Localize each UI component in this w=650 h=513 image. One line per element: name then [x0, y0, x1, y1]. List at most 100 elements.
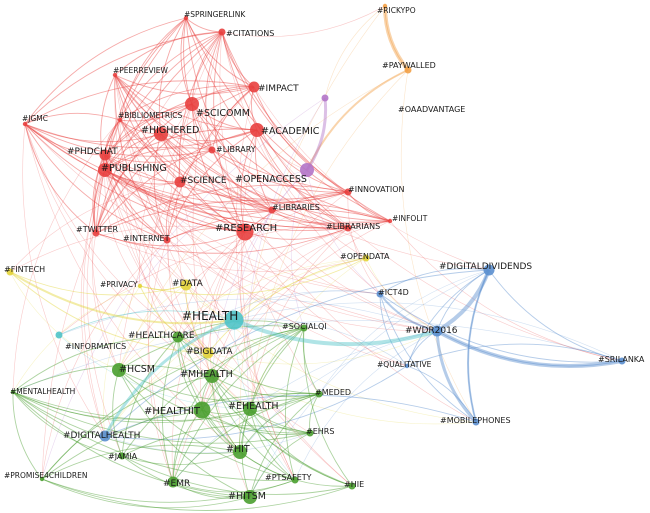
node-internet[interactable]	[163, 236, 171, 244]
node-digitaldividends[interactable]	[483, 264, 495, 276]
node-librarians[interactable]	[344, 224, 352, 232]
node-twitter[interactable]	[92, 229, 100, 237]
node-citations[interactable]	[218, 28, 226, 36]
node-label-jamia: #JAMIA	[108, 452, 138, 461]
edge-peerreview-library	[114, 74, 213, 151]
edge-paywalled-mobilephones	[400, 69, 477, 423]
edge-healthcare-meded	[177, 336, 320, 395]
node-oaadvantage[interactable]	[321, 94, 329, 102]
edge-mobilephones-digitalhealth	[104, 394, 477, 437]
node-meded[interactable]	[315, 390, 323, 398]
node-jamia[interactable]	[118, 452, 126, 460]
edge-springerlink-impact	[185, 17, 255, 88]
node-mobilephones[interactable]	[472, 418, 480, 426]
edge-bibliometrics-scicomm	[119, 103, 193, 122]
node-hie[interactable]	[348, 482, 356, 490]
node-publishing[interactable]	[98, 163, 112, 177]
node-library[interactable]	[208, 146, 216, 154]
node-opendata[interactable]	[362, 254, 370, 262]
node-hcsm[interactable]	[112, 363, 126, 377]
node-libraries[interactable]	[268, 206, 276, 214]
node-label-springerlink: #SPRINGERLINK	[184, 10, 246, 19]
edge-srilanka-mentalhealth	[12, 320, 623, 393]
node-infolit[interactable]	[387, 218, 393, 224]
node-wdr2016[interactable]	[431, 325, 443, 337]
edge-highered-libraries	[160, 133, 273, 211]
node-digitalhealth[interactable]	[99, 430, 111, 442]
edge-phdchat-library	[104, 149, 213, 163]
node-phdchat[interactable]	[99, 149, 111, 161]
edge-socialqi-hcsm	[118, 325, 305, 371]
node-ptsafety[interactable]	[291, 476, 299, 484]
node-label-paywalled: #PAYWALLED	[382, 61, 436, 70]
node-paywalled[interactable]	[404, 66, 412, 74]
node-rickypo[interactable]	[382, 3, 388, 9]
node-research[interactable]	[236, 223, 254, 241]
edge-highered-librarians	[160, 133, 349, 229]
node-informatics[interactable]	[55, 331, 63, 339]
edge-fintech-hcsm	[9, 271, 120, 371]
node-bigdata[interactable]	[202, 347, 214, 359]
edge-publishing-privacy	[104, 169, 141, 287]
node-openaccess[interactable]	[300, 163, 314, 177]
node-qualitative[interactable]	[404, 363, 410, 369]
node-springerlink[interactable]	[183, 15, 189, 21]
edge-opendata-digitalhealth	[104, 257, 367, 437]
edge-digitaldividends-wdr2016	[436, 269, 490, 332]
node-healthcare[interactable]	[172, 331, 184, 343]
node-scicomm[interactable]	[185, 97, 199, 111]
edge-srilanka-qualitative	[406, 343, 623, 367]
node-data[interactable]	[180, 279, 192, 291]
edge-privacy-digitalhealth	[103, 285, 141, 437]
node-ehrs[interactable]	[306, 429, 314, 437]
node-peerreview[interactable]	[112, 72, 118, 78]
edge-mentalhealth-hit	[12, 391, 241, 454]
edge-springerlink-librarians	[185, 17, 349, 229]
node-ict4d[interactable]	[376, 290, 384, 298]
node-label-library: #LIBRARY	[216, 145, 256, 154]
node-socialqi[interactable]	[300, 324, 308, 332]
node-fintech[interactable]	[6, 268, 14, 276]
edge-citations-bibliometrics	[119, 31, 223, 121]
edge-citations-library	[205, 31, 223, 151]
node-hit[interactable]	[233, 445, 247, 459]
edge-impact-twitter	[95, 86, 255, 234]
edge-peerreview-publishing	[100, 74, 116, 171]
node-science[interactable]	[174, 176, 186, 188]
node-srilanka[interactable]	[618, 357, 626, 365]
node-promisekids[interactable]	[39, 476, 45, 482]
edge-promisekids-hitsm	[41, 478, 251, 509]
node-privacy[interactable]	[137, 283, 143, 289]
node-emr[interactable]	[167, 476, 179, 488]
node-label-qualitative: #QUALITATIVE	[377, 360, 432, 369]
node-innovation[interactable]	[344, 188, 352, 196]
node-label-informatics: #INFORMATICS	[65, 342, 126, 351]
node-highered[interactable]	[154, 127, 168, 141]
edge-phdchat-ehealth	[104, 154, 251, 410]
edge-springerlink-publishing	[104, 17, 187, 171]
node-healthit[interactable]	[193, 401, 211, 419]
edge-infolit-informatics	[58, 220, 391, 336]
edge-digitaldividends-mobilephones	[467, 269, 490, 423]
node-ehealth[interactable]	[243, 402, 257, 416]
node-academic[interactable]	[250, 123, 264, 137]
node-mentalhealth[interactable]	[10, 389, 16, 395]
node-label-socialqi: #SOCIALQI	[282, 322, 327, 331]
edge-jgmc-mhealth	[24, 123, 213, 377]
node-bibliometrics[interactable]	[117, 117, 123, 123]
node-health[interactable]	[224, 310, 244, 330]
edge-research-fintech	[9, 225, 246, 273]
edge-mhealth-hit	[211, 375, 241, 453]
edge-peerreview-health	[114, 74, 235, 321]
edge-bigdata-digitalhealth	[104, 352, 209, 437]
edge-socialqi-promisekids	[41, 327, 305, 480]
edge-twitter-hcsm	[92, 232, 120, 371]
node-impact[interactable]	[248, 81, 260, 93]
node-label-citations: #CITATIONS	[226, 29, 274, 38]
node-jgmc[interactable]	[22, 121, 28, 127]
edge-peerreview-science	[114, 74, 181, 183]
node-hitsm[interactable]	[243, 490, 257, 504]
node-label-hitsm: #HITSM	[228, 491, 266, 502]
node-mhealth[interactable]	[205, 369, 219, 383]
